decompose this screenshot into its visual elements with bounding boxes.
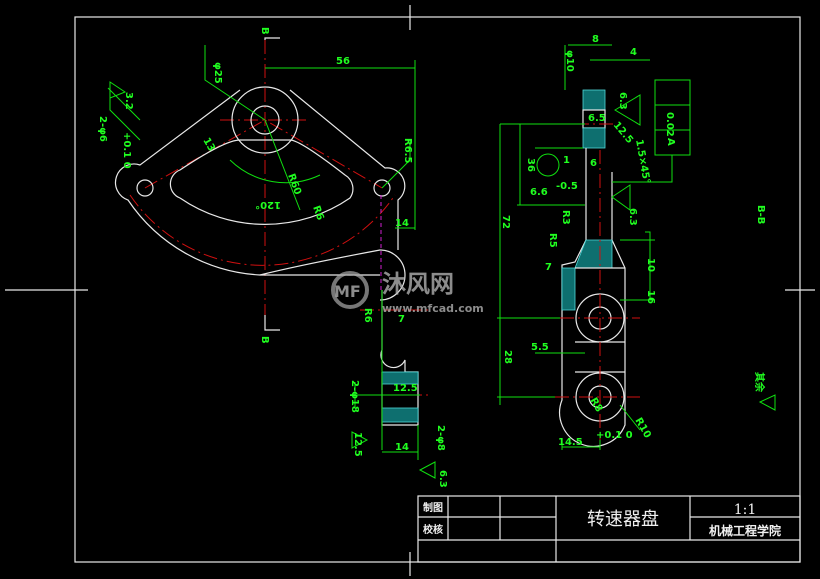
dim-6-6: 6.6 <box>530 187 548 198</box>
datum-circle <box>536 153 560 177</box>
dim-r6-lower: R6 <box>362 308 373 323</box>
roughness-3-2: 3.2 <box>123 92 134 110</box>
dim-r3: R3 <box>560 210 571 225</box>
scale: 1:1 <box>734 502 757 518</box>
institution: 机械工程学院 <box>709 523 781 538</box>
dim-r8: R8 <box>587 396 604 414</box>
dim-14-top: 14 <box>395 218 409 229</box>
watermark-logo-icon <box>331 271 369 309</box>
watermark-url: www.mfcad.com <box>382 302 484 315</box>
dim-tolerance: +0.1 0 <box>121 132 132 169</box>
dim-r10: R10 <box>632 416 652 440</box>
dim-7: 7 <box>398 314 405 325</box>
dim-6: 6 <box>590 158 597 169</box>
dim-4: 4 <box>630 47 637 58</box>
dim-2-phi18: 2-φ18 <box>349 380 360 413</box>
part-name: 转速器盘 <box>587 509 659 530</box>
dim-120deg: 120° <box>255 199 281 210</box>
roughness-6-3-mid: 6.3 <box>627 208 638 226</box>
front-view <box>107 37 436 479</box>
dim-8: 8 <box>592 34 599 45</box>
dim-phi25: φ25 <box>212 62 223 84</box>
dim-10: 10 <box>645 258 656 272</box>
roughness-6-3: 6.3 <box>437 470 448 488</box>
dim-72: 72 <box>500 215 511 229</box>
watermark-logo: MF <box>334 282 361 301</box>
dim-1: 1 <box>563 155 570 166</box>
watermark: MF 沐风网 www.mfcad.com <box>331 270 484 315</box>
checked-by-label: 校核 <box>423 523 443 536</box>
side-view <box>497 44 691 450</box>
roughness-12-5-side: 12.5 <box>611 120 635 146</box>
dim-phi10: φ10 <box>564 50 575 72</box>
front-dimensions: φ25 56 3.2 2-φ6 +0.1 0 13 R60 120° R6 R6… <box>97 56 448 488</box>
datum-ref-a: A <box>665 138 676 146</box>
dim-16: 16 <box>645 290 656 304</box>
section-label-view: B-B <box>755 205 766 224</box>
section-label-top: B <box>259 27 270 35</box>
dim-chamfer: 1.5×45° <box>633 139 652 185</box>
dim-7-side: 7 <box>545 262 552 273</box>
dim-r60: R60 <box>285 172 303 196</box>
dim-13: 13 <box>200 136 217 154</box>
dim-2-phi8: 2-φ8 <box>435 425 446 451</box>
title-block: 制图 校核 转速器盘 1:1 机械工程学院 <box>417 495 801 563</box>
dim-14-5-tol: +0.1 0 <box>596 430 633 441</box>
dim-56: 56 <box>336 56 350 67</box>
dim-r6: R6 <box>310 204 325 222</box>
dim-36: 36 <box>525 158 536 172</box>
dim-6-5: 6.5 <box>588 113 606 124</box>
dim-r5: R5 <box>547 233 558 248</box>
tolerance-0-02: 0.02 <box>664 112 675 137</box>
dim-28: 28 <box>502 350 513 364</box>
dim-5-5: 5.5 <box>531 342 549 353</box>
roughness-6-3-top: 6.3 <box>617 92 628 110</box>
other-surfaces-note: 其余 <box>753 372 766 393</box>
roughness-12-5-left: 12.5 <box>352 432 363 457</box>
roughness-12-5: 12.5 <box>393 383 418 394</box>
dim-r6-5: R6.5 <box>402 138 413 163</box>
section-label-bottom: B <box>259 336 270 344</box>
roughness-symbol <box>758 394 776 411</box>
dim-14-5: 14.5 <box>558 437 583 448</box>
dim-6-6-tol: -0.5 <box>556 181 578 192</box>
dim-2-phi6: 2-φ6 <box>97 116 108 142</box>
watermark-brand: 沐风网 <box>382 270 454 298</box>
dim-14-bottom: 14 <box>395 442 409 453</box>
drawn-by-label: 制图 <box>423 501 443 514</box>
